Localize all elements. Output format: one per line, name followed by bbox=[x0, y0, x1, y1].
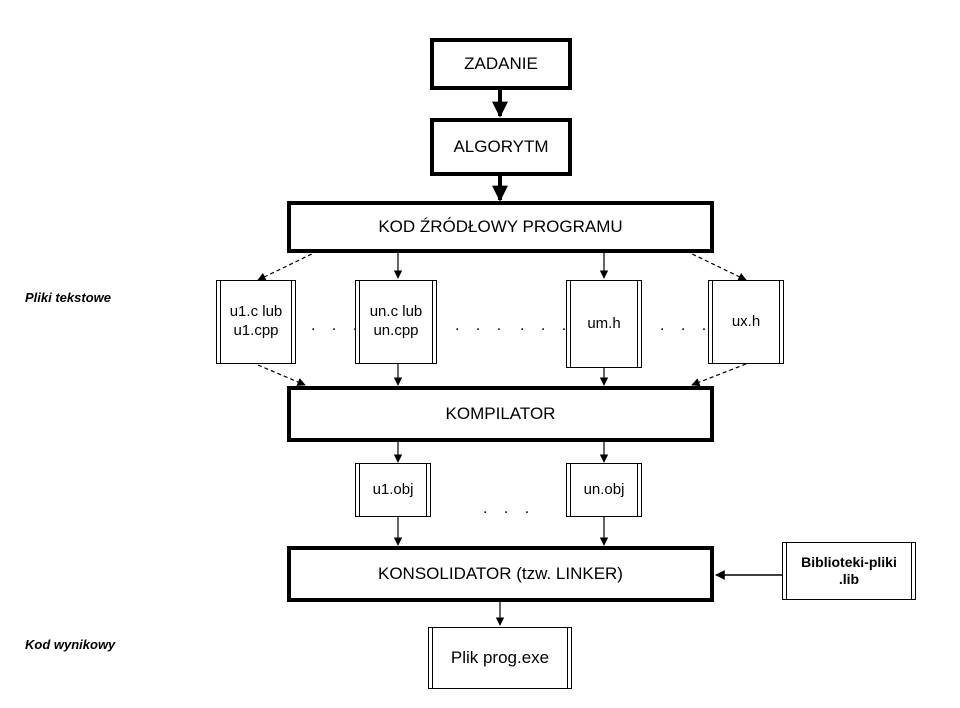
zadanie-box: ZADANIE bbox=[430, 38, 572, 90]
kod-zrodlowy-label: KOD ŹRÓDŁOWY PROGRAMU bbox=[378, 217, 623, 237]
algorytm-label: ALGORYTM bbox=[453, 137, 549, 157]
kod-zrodlowy-box: KOD ŹRÓDŁOWY PROGRAMU bbox=[287, 201, 714, 253]
kompilator-label: KOMPILATOR bbox=[445, 404, 556, 424]
ellipsis-1: . . . bbox=[311, 317, 364, 334]
file-box-u1: u1.c lub u1.cpp bbox=[216, 280, 296, 364]
zadanie-label: ZADANIE bbox=[464, 54, 538, 74]
ellipsis-3: . . . bbox=[520, 317, 573, 334]
file-label-u1: u1.c lub u1.cpp bbox=[229, 303, 283, 339]
biblioteki-label: Biblioteki-pliki .lib bbox=[801, 553, 897, 588]
file-label-ux: ux.h bbox=[731, 312, 761, 330]
ellipsis-5: . . . bbox=[483, 500, 536, 517]
konsolidator-box: KONSOLIDATOR (tzw. LINKER) bbox=[287, 546, 714, 602]
exe-box: Plik prog.exe bbox=[428, 627, 572, 689]
file-box-um: um.h bbox=[566, 280, 642, 368]
algorytm-box: ALGORYTM bbox=[430, 118, 572, 176]
arrow-ux-kompilator bbox=[691, 363, 747, 387]
ellipsis-4: . . . bbox=[660, 317, 713, 334]
biblioteki-box: Biblioteki-pliki .lib bbox=[782, 542, 916, 600]
file-box-un: un.c lub un.cpp bbox=[355, 280, 437, 364]
ellipsis-2: . . . bbox=[455, 317, 508, 334]
arrow-kod-ux bbox=[685, 250, 747, 281]
kompilator-box: KOMPILATOR bbox=[287, 386, 714, 442]
arrow-kod-u1 bbox=[257, 250, 319, 281]
obj-label-un: un.obj bbox=[583, 480, 625, 498]
obj-label-u1: u1.obj bbox=[372, 480, 414, 498]
arrow-u1-kompilator bbox=[257, 364, 306, 386]
konsolidator-label: KONSOLIDATOR (tzw. LINKER) bbox=[378, 564, 623, 584]
obj-box-un: un.obj bbox=[566, 463, 642, 517]
exe-label: Plik prog.exe bbox=[450, 648, 550, 668]
file-label-un: un.c lub un.cpp bbox=[369, 303, 423, 339]
file-box-ux: ux.h bbox=[708, 280, 784, 364]
side-label-kod-wynikowy: Kod wynikowy bbox=[25, 637, 116, 652]
file-label-um: um.h bbox=[587, 314, 621, 332]
side-label-pliki-tekstowe: Pliki tekstowe bbox=[25, 290, 111, 305]
obj-box-u1: u1.obj bbox=[355, 463, 431, 517]
